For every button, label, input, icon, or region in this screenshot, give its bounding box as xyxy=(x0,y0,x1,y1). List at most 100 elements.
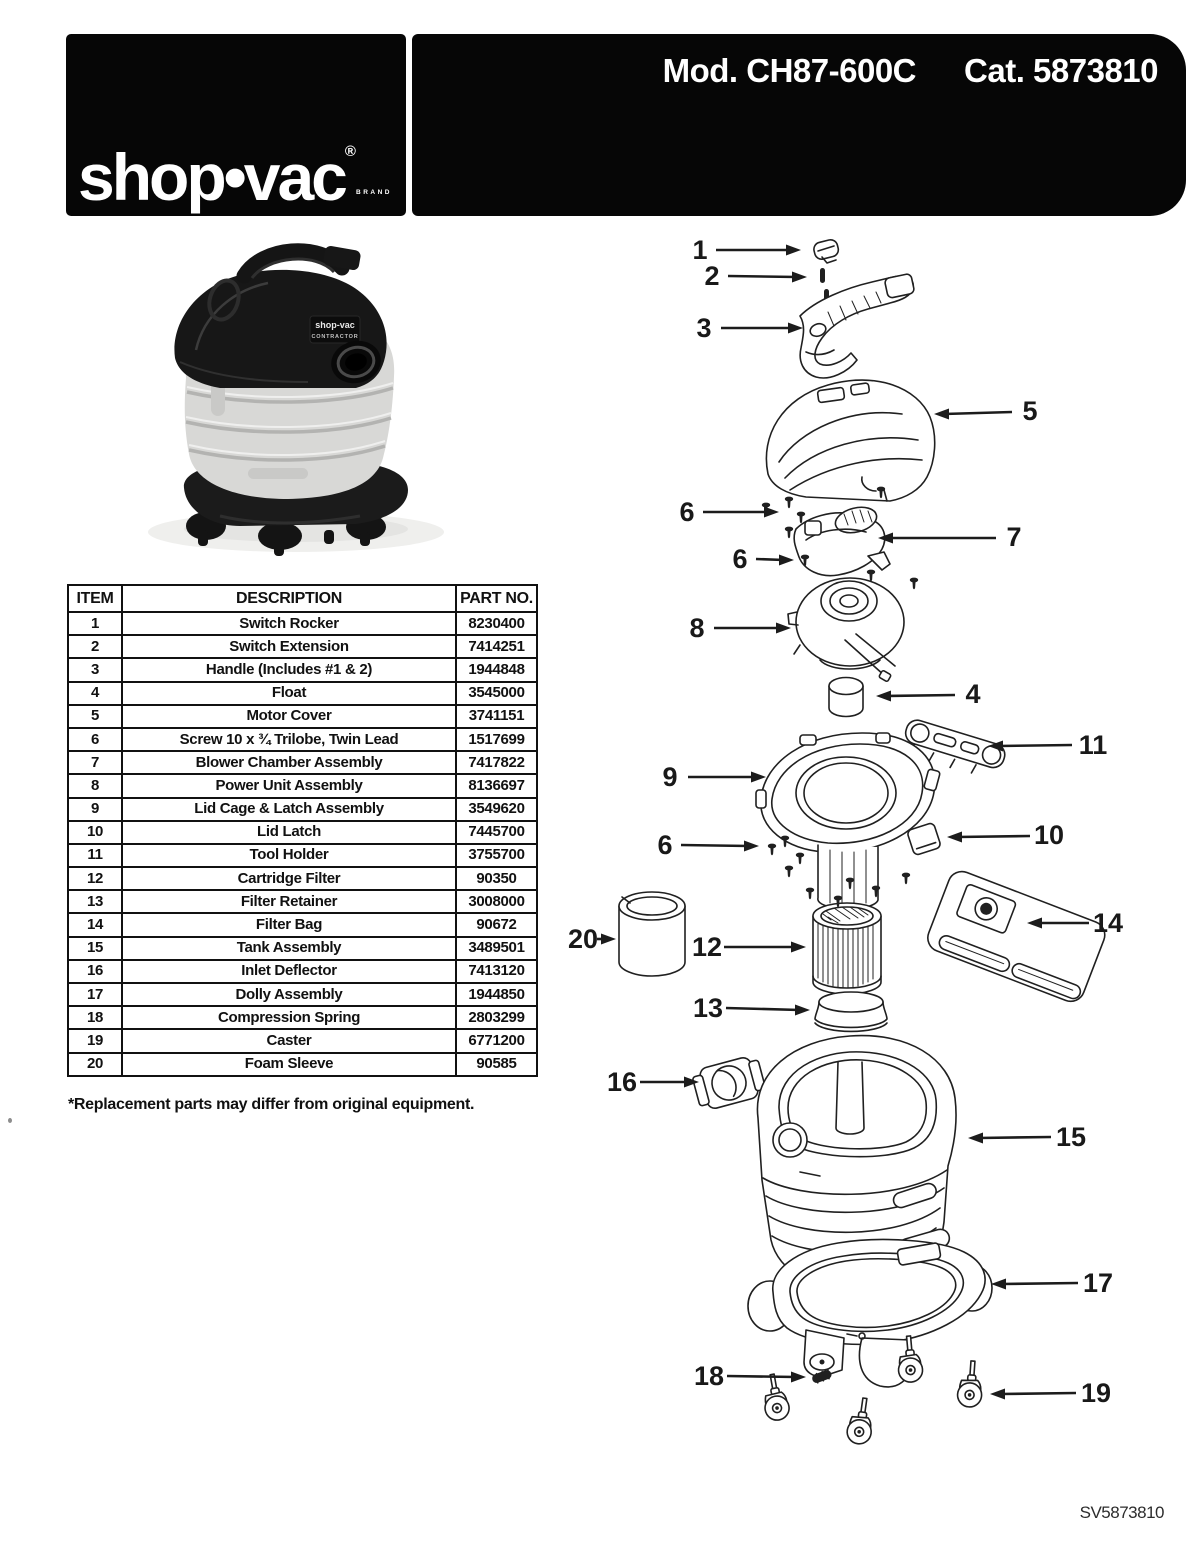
description-cell: Tool Holder xyxy=(121,842,457,869)
item-cell: 11 xyxy=(67,842,123,869)
item-cell: 7 xyxy=(67,750,123,776)
part-no-cell: 3755700 xyxy=(455,842,538,869)
part-no-cell: 3489501 xyxy=(455,935,538,961)
registered-mark: ® xyxy=(344,143,356,160)
part-cartridge-filter xyxy=(812,902,882,995)
item-cell: 6 xyxy=(67,726,123,753)
callout-label-10: 10 xyxy=(1034,820,1064,850)
description-cell: Blower Chamber Assembly xyxy=(121,750,457,776)
part-lid-latch xyxy=(907,822,941,856)
description-cell: Switch Extension xyxy=(121,634,457,660)
callout-arrowhead xyxy=(791,1371,806,1383)
item-cell: 13 xyxy=(67,889,123,915)
shopvac-logo: shop•vac® xyxy=(78,144,356,210)
item-cell: 20 xyxy=(67,1051,123,1077)
callout-label-6: 6 xyxy=(679,497,694,527)
description-cell: Motor Cover xyxy=(121,703,457,729)
callout-arrowhead xyxy=(795,1004,810,1016)
callout-label-3: 3 xyxy=(696,313,711,343)
logo-brand-small: BRAND xyxy=(356,189,392,196)
callout-arrowhead xyxy=(779,554,794,566)
description-cell: Caster xyxy=(121,1028,457,1054)
callout-arrow-line xyxy=(726,1374,797,1379)
callout-arrow-line xyxy=(977,1135,1052,1140)
callout-label-2: 2 xyxy=(704,261,719,291)
part-no-cell: 3545000 xyxy=(455,680,538,706)
item-cell: 16 xyxy=(67,958,123,985)
table-header-row: ITEM DESCRIPTION PART NO. xyxy=(67,584,538,613)
callout-label-20: 20 xyxy=(568,924,598,954)
callout-arrowhead xyxy=(947,831,962,843)
photo-brand-label: shop-vac xyxy=(315,320,355,330)
part-motor-cover xyxy=(765,379,936,502)
description-cell: Handle (Includes #1 & 2) xyxy=(121,657,457,683)
callout-arrowhead xyxy=(744,840,759,852)
callout-arrow-line xyxy=(885,693,956,698)
model-title-block: Mod. CH87-600C Cat. 5873810 xyxy=(412,34,1186,216)
photo-model-label: CONTRACTOR xyxy=(311,334,358,340)
item-cell: 1 xyxy=(67,610,123,637)
description-cell: Filter Bag xyxy=(121,912,457,938)
callout-arrow-line xyxy=(999,1391,1077,1396)
callout-label-17: 17 xyxy=(1083,1268,1113,1298)
part-switch-rocker xyxy=(813,239,840,264)
callout-label-4: 4 xyxy=(965,679,980,709)
description-cell: Switch Rocker xyxy=(121,610,457,637)
brand-logo-block: shop•vac® BRAND xyxy=(66,34,406,216)
callout-label-12: 12 xyxy=(692,932,722,962)
part-foam-sleeve xyxy=(618,891,686,977)
callout-label-18: 18 xyxy=(694,1361,724,1391)
part-no-cell: 3549620 xyxy=(455,796,538,822)
part-filter-retainer xyxy=(814,991,888,1033)
callout-arrowhead xyxy=(792,271,807,283)
callout-label-16: 16 xyxy=(607,1067,637,1097)
description-cell: Power Unit Assembly xyxy=(121,773,457,799)
item-cell: 12 xyxy=(67,866,123,892)
callout-arrowhead xyxy=(786,244,801,256)
item-cell: 17 xyxy=(67,981,123,1008)
callout-arrowhead xyxy=(684,1076,699,1088)
callout-arrowhead xyxy=(788,322,803,334)
callout-arrowhead xyxy=(988,740,1003,752)
model-number: Mod. CH87-600C xyxy=(662,52,917,89)
part-no-cell: 1944850 xyxy=(455,981,538,1008)
part-compression-spring xyxy=(812,1368,832,1384)
document-number: SV5873810 xyxy=(1079,1503,1165,1522)
callout-label-15: 15 xyxy=(1056,1122,1086,1152)
callout-arrow-line xyxy=(1000,1281,1079,1286)
item-cell: 2 xyxy=(67,634,123,660)
description-cell: Lid Latch xyxy=(121,819,457,845)
part-float xyxy=(828,676,864,718)
part-no-cell: 7417822 xyxy=(455,750,538,776)
photo-hose-port xyxy=(331,340,381,384)
part-no-cell: 8230400 xyxy=(455,610,538,637)
callout-label-1: 1 xyxy=(692,235,707,265)
description-cell: Float xyxy=(121,680,457,706)
item-cell: 5 xyxy=(67,703,123,729)
part-no-cell: 2803299 xyxy=(455,1005,538,1031)
model-title: Mod. CH87-600C Cat. 5873810 xyxy=(662,52,1159,90)
part-no-cell: 90585 xyxy=(455,1051,538,1077)
part-no-cell: 1517699 xyxy=(455,726,538,753)
description-cell: Screw 10 x ¾ Trilobe, Twin Lead xyxy=(121,726,457,753)
callout-arrowhead xyxy=(1027,917,1042,929)
replacement-footnote: *Replacement parts may differ from origi… xyxy=(68,1096,475,1113)
catalog-number: Cat. 5873810 xyxy=(964,52,1158,89)
item-cell: 3 xyxy=(67,657,123,683)
callout-arrowhead xyxy=(876,690,891,702)
